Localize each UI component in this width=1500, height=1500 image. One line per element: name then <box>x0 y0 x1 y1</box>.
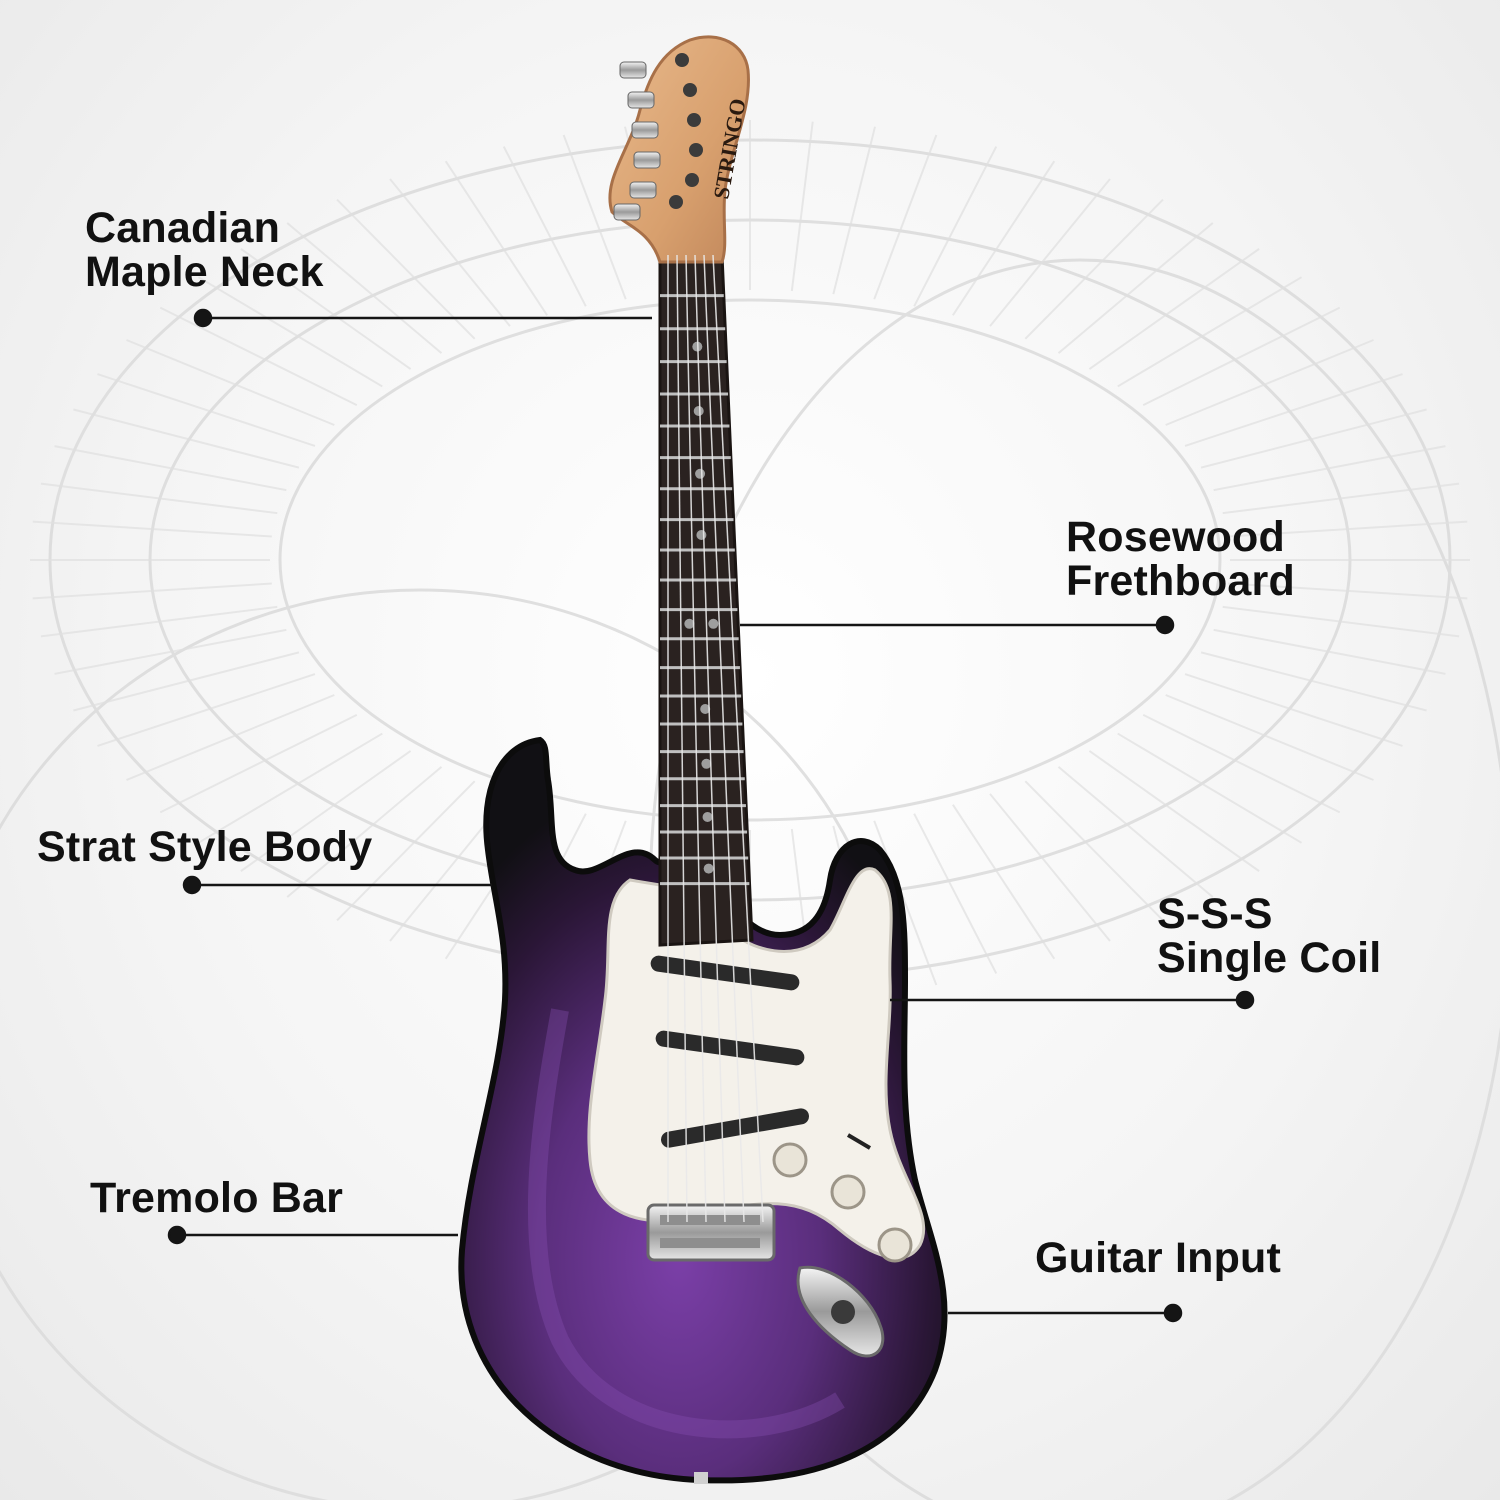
knobs <box>772 1142 913 1263</box>
neck-callout-dot <box>193 308 213 328</box>
callout-neck-line1: Canadian <box>85 204 281 252</box>
headstock <box>608 35 750 264</box>
callout-neck-line2: Maple Neck <box>85 248 324 296</box>
tremolo-callout-dot <box>167 1225 187 1245</box>
callout-fretboard: Rosewood Frethboard <box>1066 515 1295 603</box>
callout-pickups-line2: Single Coil <box>1157 934 1382 982</box>
callout-pickups-line1: S-S-S <box>1157 890 1273 938</box>
fretboard-callout-dot <box>1155 615 1175 635</box>
callout-tremolo: Tremolo Bar <box>90 1176 343 1220</box>
input-callout-dot <box>1163 1303 1183 1323</box>
callout-body-line1: Strat Style Body <box>37 823 373 871</box>
callout-body: Strat Style Body <box>37 825 372 869</box>
pickups-callout-dot <box>1235 990 1255 1010</box>
bridge <box>646 1203 776 1262</box>
callout-fretboard-line2: Frethboard <box>1066 557 1295 605</box>
body-callout-dot <box>182 875 202 895</box>
callout-tremolo-line1: Tremolo Bar <box>90 1174 344 1222</box>
callout-fretboard-line1: Rosewood <box>1066 513 1285 561</box>
callout-pickups: S-S-S Single Coil <box>1157 892 1381 980</box>
callout-input: Guitar Input <box>1035 1236 1281 1280</box>
callout-input-line1: Guitar Input <box>1035 1234 1282 1282</box>
callout-neck: Canadian Maple Neck <box>85 206 324 294</box>
pickups <box>650 955 809 1148</box>
output-jack <box>796 1265 885 1358</box>
